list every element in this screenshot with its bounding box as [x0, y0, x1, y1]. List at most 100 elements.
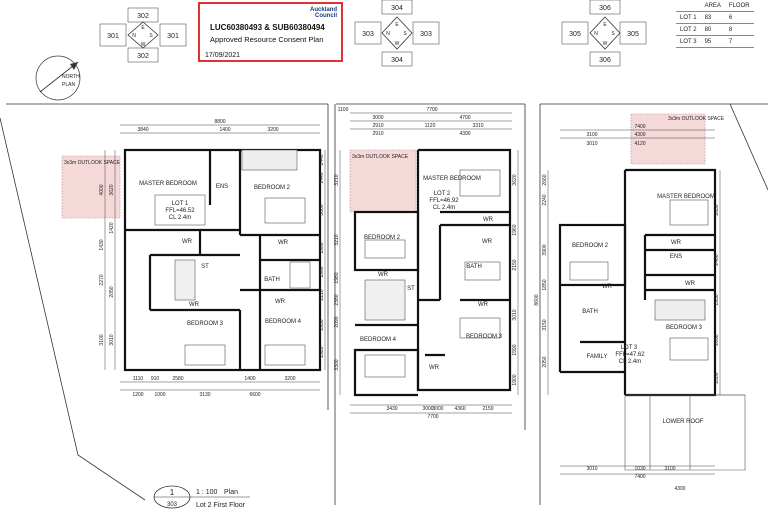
svg-text:N: N	[132, 33, 136, 39]
lot2-room-bedroom-2: BEDROOM 2	[364, 235, 401, 241]
lot3-room-wr-b: WR	[685, 281, 696, 287]
svg-text:3300: 3300	[334, 359, 340, 370]
svg-text:7400: 7400	[634, 474, 645, 480]
lot2-labels: MASTER BEDROOM WR BEDROOM 2 WR WR BATH W…	[360, 176, 503, 371]
lot1-room-ens: ENS	[216, 184, 228, 190]
lot2-room-wr-a: WR	[483, 217, 494, 223]
svg-text:1440: 1440	[319, 154, 325, 165]
svg-text:1960: 1960	[319, 266, 325, 277]
svg-text:2360: 2360	[334, 294, 340, 305]
lot3-room-master-bedroom: MASTER BEDROOM	[657, 194, 715, 200]
lot1-room-wr-b: WR	[278, 240, 289, 246]
lot1-walls	[123, 148, 322, 372]
svg-text:3900: 3900	[542, 244, 548, 255]
svg-text:7700: 7700	[427, 414, 438, 420]
svg-text:4000: 4000	[99, 184, 105, 195]
lot3-side-dimensions: 3900 1850 8600 3150 2050 2830 2400 1930 …	[534, 204, 720, 383]
outlook-label-lot1: 3x3m OUTLOOK SPACE	[64, 160, 121, 166]
svg-text:910: 910	[151, 376, 160, 382]
svg-text:301: 301	[167, 33, 179, 40]
svg-text:S: S	[611, 31, 615, 37]
north-label: NORTH	[62, 74, 80, 80]
svg-text:1110: 1110	[133, 376, 144, 382]
svg-text:4300: 4300	[674, 486, 685, 492]
svg-text:4120: 4120	[634, 141, 645, 147]
svg-text:4300: 4300	[634, 132, 645, 138]
svg-text:S: S	[403, 31, 407, 37]
lot2-dimensions: 1100 7700 3000 4700 2910 1120 3310 2910 …	[338, 107, 494, 420]
svg-text:2580: 2580	[172, 376, 183, 382]
svg-text:E: E	[603, 22, 607, 28]
lot2-walls	[353, 148, 512, 397]
svg-text:2930: 2930	[319, 319, 325, 330]
svg-text:3620: 3620	[512, 174, 518, 185]
table-row: LOT 3 95 7	[676, 35, 754, 48]
svg-text:3210: 3210	[334, 174, 340, 185]
lot2-room-wr-d: WR	[478, 302, 489, 308]
consent-stamp: Auckland Council LUC60380493 & SUB603804…	[198, 2, 343, 62]
lot1-room-master-bedroom: MASTER BEDROOM	[139, 181, 197, 187]
lot2-room-bedroom-3: BEDROOM 3	[466, 334, 503, 340]
svg-text:3010: 3010	[512, 309, 518, 320]
lot-area-table: AREA FLOOR LOT 1 83 6 LOT 2 80 8 LOT 3 9…	[676, 0, 754, 48]
svg-text:4700: 4700	[459, 115, 470, 121]
svg-text:1100: 1100	[338, 107, 349, 113]
lot3-ffl: FFL=47.62	[615, 352, 645, 358]
lot1-cl: CL 2.4m	[169, 215, 191, 221]
lot2-room-bedroom-4: BEDROOM 4	[360, 337, 397, 343]
svg-text:306: 306	[599, 57, 611, 64]
svg-text:S: S	[149, 33, 153, 39]
svg-text:304: 304	[391, 5, 403, 12]
svg-text:8800: 8800	[214, 119, 225, 125]
auckland-council-logo: Auckland Council	[309, 7, 337, 19]
svg-text:1420: 1420	[109, 222, 115, 233]
svg-text:2270: 2270	[99, 274, 105, 285]
svg-text:1430: 1430	[99, 239, 105, 250]
title-subtitle: Lot 2 First Floor	[196, 502, 246, 509]
lot3-room-lower-roof: LOWER ROOF	[662, 419, 703, 425]
svg-text:7700: 7700	[426, 107, 437, 113]
lot2-room-wr-b: WR	[482, 239, 493, 245]
outlook-spaces	[61, 113, 706, 219]
svg-text:3000: 3000	[432, 406, 443, 412]
lot3-fixtures	[569, 199, 746, 471]
compass-marker-302: 302 301 301 302 E N S W	[99, 7, 187, 63]
svg-text:4390: 4390	[459, 131, 470, 137]
svg-text:3010: 3010	[586, 466, 597, 472]
lot3-labels: MASTER BEDROOM WR BEDROOM 2 ENS WR BATH …	[572, 194, 715, 425]
svg-text:1980: 1980	[334, 272, 340, 283]
svg-text:3310: 3310	[472, 123, 483, 129]
svg-text:1200: 1200	[132, 392, 143, 398]
svg-text:8600: 8600	[534, 294, 540, 305]
svg-text:303: 303	[420, 31, 432, 38]
title-plan: Plan	[224, 489, 238, 496]
site-boundaries	[0, 103, 768, 505]
lot1-dimensions: 8800 3840 1400 3200 1110 910 2580 1400 3…	[132, 119, 295, 398]
svg-text:3100: 3100	[664, 466, 675, 472]
svg-text:2830: 2830	[714, 204, 720, 215]
svg-text:3000: 3000	[422, 406, 433, 412]
svg-text:1930: 1930	[714, 294, 720, 305]
svg-text:1590: 1590	[512, 344, 518, 355]
consent-status: Approved Resource Consent Plan	[210, 35, 324, 44]
lot2-room-master-bedroom: MASTER BEDROOM	[423, 176, 481, 182]
lot1-room-bedroom-3: BEDROOM 3	[187, 321, 224, 327]
svg-text:2660: 2660	[542, 174, 548, 185]
svg-text:3150: 3150	[542, 319, 548, 330]
title-number: 1	[170, 488, 175, 497]
svg-text:E: E	[141, 25, 145, 31]
outlook-labels: 3x3m OUTLOOK SPACE 3x3m OUTLOOK SPACE 3x…	[64, 116, 725, 166]
svg-text:2400: 2400	[714, 254, 720, 265]
lot3-cl: CL 2.4m	[619, 359, 641, 365]
svg-text:3100: 3100	[586, 132, 597, 138]
lot1-room-bedroom-4: BEDROOM 4	[265, 319, 302, 325]
title-block: 1 303 1 : 100 Plan Lot 2 First Floor	[153, 485, 250, 509]
lot1-room-wr-a: WR	[182, 239, 193, 245]
svg-text:2050: 2050	[542, 356, 548, 367]
table-header: AREA FLOOR	[676, 0, 754, 12]
lot2-ffl: FFL=46.92	[429, 198, 459, 204]
lot1-room-bedroom-2: BEDROOM 2	[254, 185, 291, 191]
lot2-room-bath: BATH	[466, 264, 482, 270]
outlook-label-lot2: 3x3m OUTLOOK SPACE	[352, 154, 409, 160]
lot1-labels: MASTER BEDROOM ENS BEDROOM 2 WR WR ST BA…	[139, 181, 301, 327]
